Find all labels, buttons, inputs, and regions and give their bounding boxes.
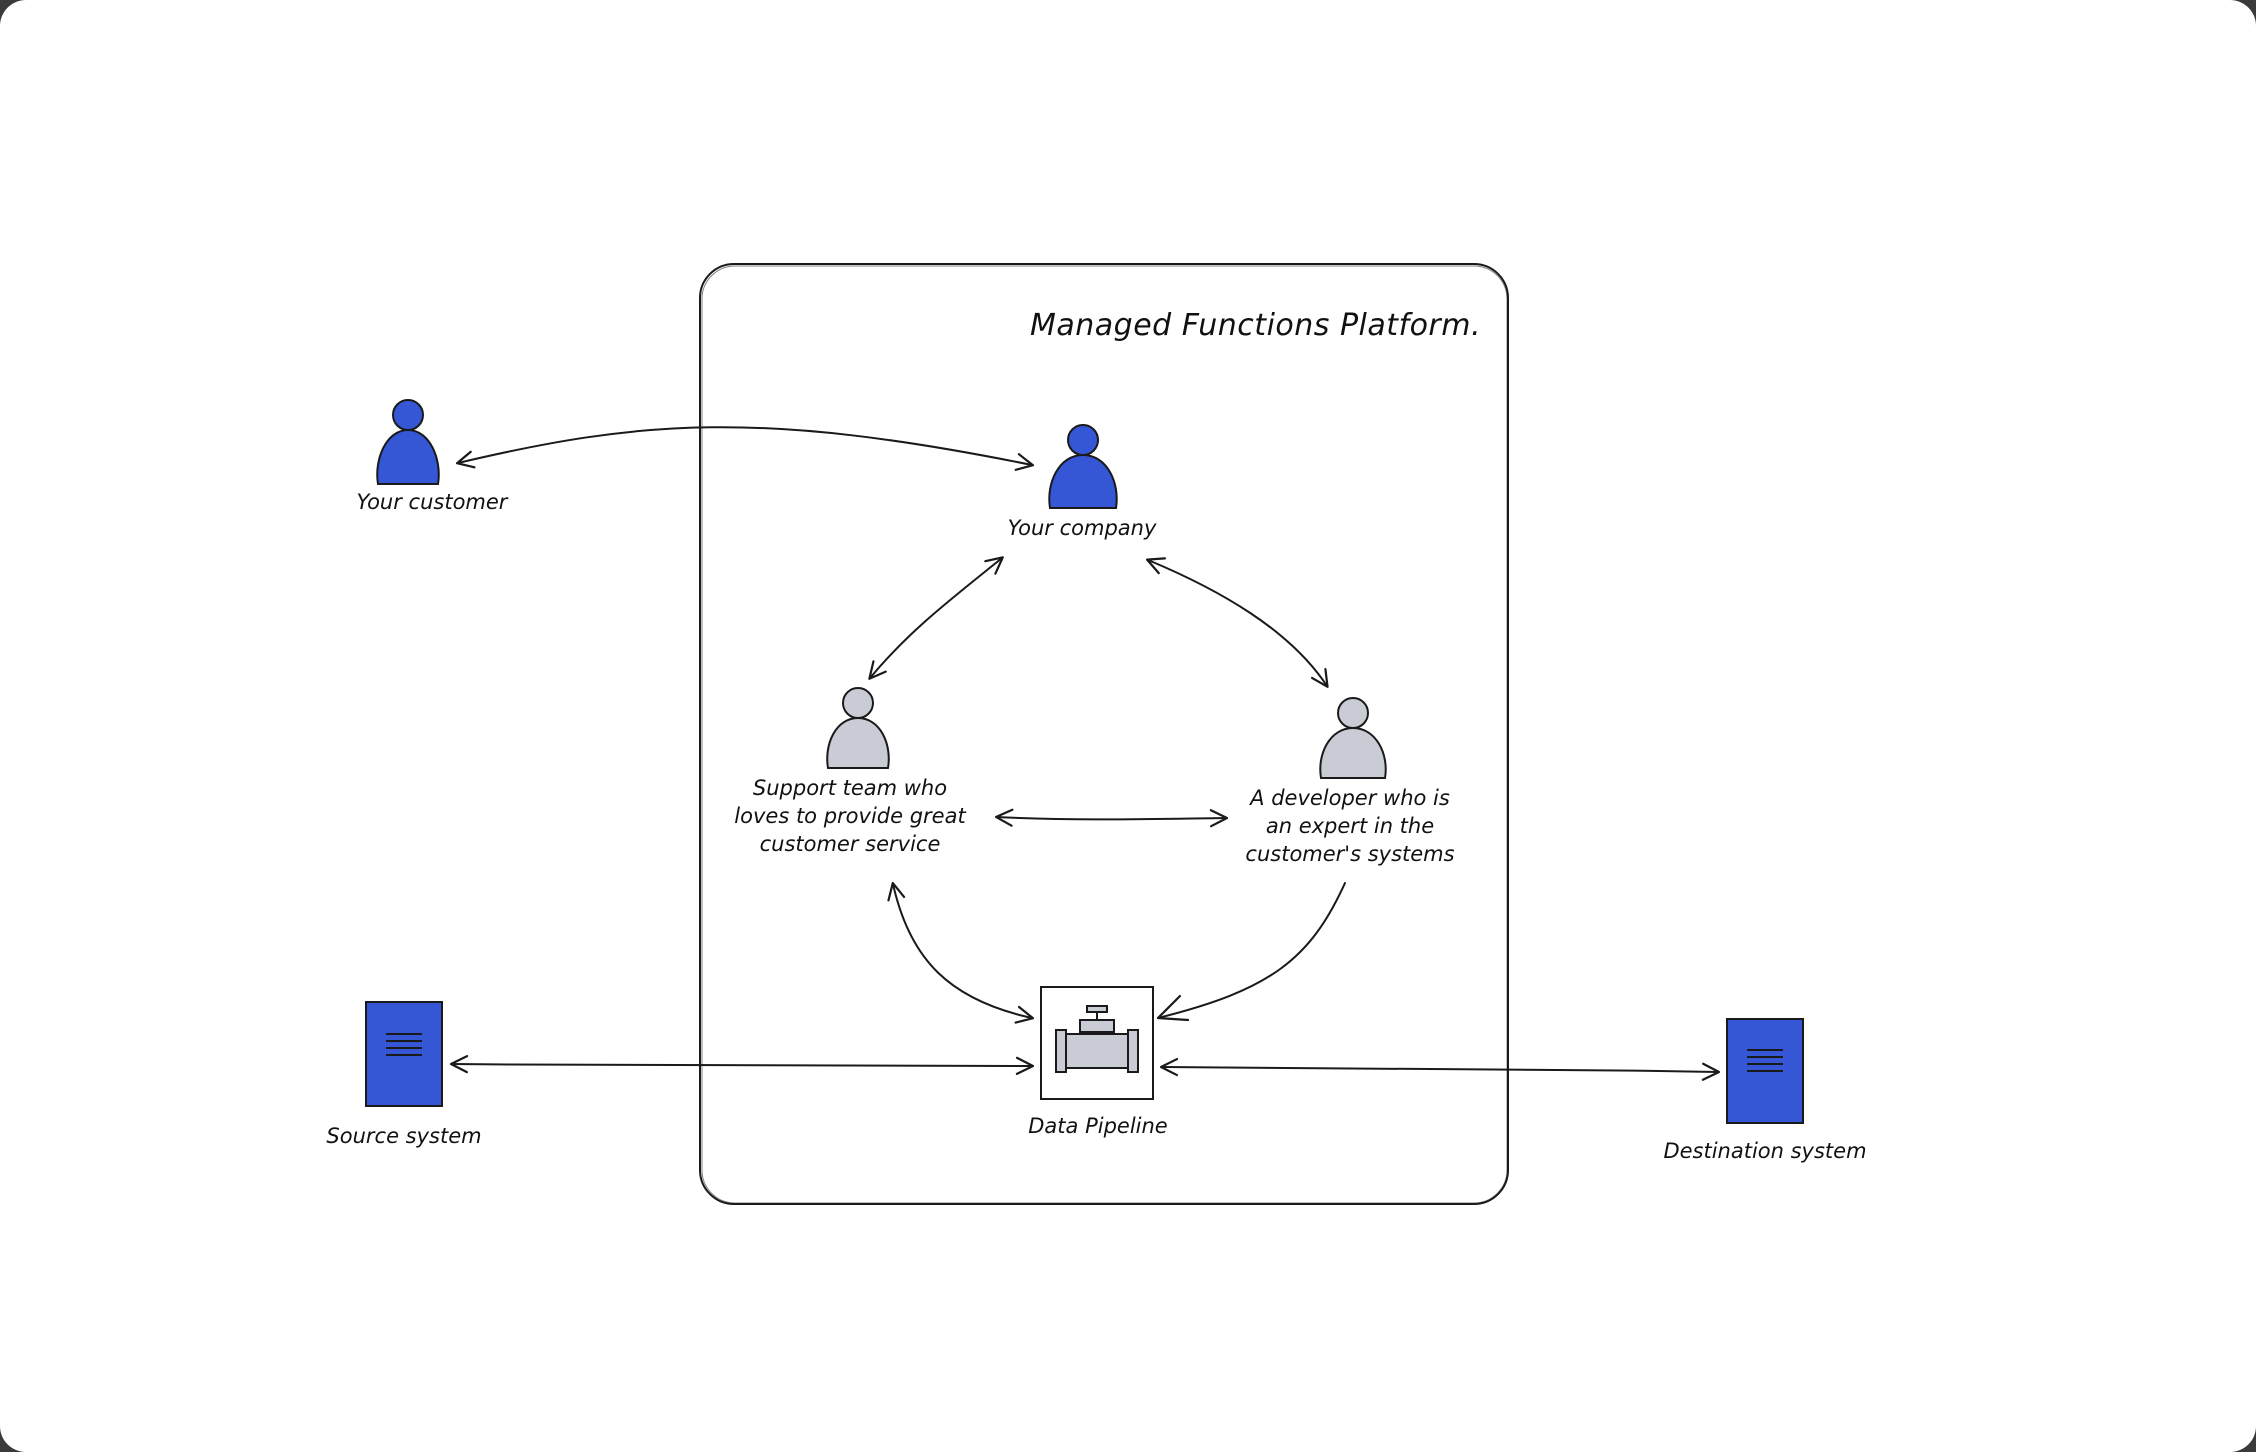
developer-label-line: an expert in the: [1265, 814, 1435, 838]
arrow-company-support: [868, 556, 1004, 680]
developer-label: A developer who is an expert in the cust…: [1210, 784, 1490, 868]
data-pipeline-node: [1040, 986, 1154, 1100]
data-pipeline-label: Data Pipeline: [1028, 1114, 1168, 1138]
document-server-icon: [1726, 1018, 1804, 1124]
document-server-icon: [365, 1001, 443, 1107]
platform-container: [699, 263, 1509, 1205]
destination-system-label: Destination system: [1663, 1139, 1867, 1163]
arrow-company-developer: [1145, 557, 1329, 688]
arrow-customer-company: [455, 426, 1035, 471]
your-customer-label: Your customer: [356, 490, 508, 514]
developer-label-line: customer's systems: [1245, 842, 1455, 866]
support-team-label-line: loves to provide great: [734, 804, 966, 828]
support-team-label: Support team who loves to provide great …: [700, 774, 1000, 858]
pipeline-valve-icon: [1055, 1005, 1139, 1073]
person-icon: [1048, 424, 1118, 509]
developer-label-line: A developer who is: [1250, 786, 1450, 810]
person-icon: [376, 399, 440, 485]
arrow-developer-pipeline: [1157, 882, 1346, 1019]
person-icon: [826, 687, 890, 769]
source-system-label: Source system: [326, 1124, 482, 1148]
person-icon: [1319, 697, 1387, 779]
support-team-label-line: customer service: [759, 832, 941, 856]
arrow-pipeline-destination: [1159, 1057, 1721, 1081]
arrow-support-pipeline: [887, 881, 1035, 1024]
your-company-label: Your company: [1007, 516, 1157, 540]
arrow-source-pipeline: [449, 1055, 1035, 1075]
arrow-support-developer: [994, 808, 1229, 828]
platform-title: Managed Functions Platform.: [1030, 308, 1482, 343]
support-team-label-line: Support team who: [752, 776, 948, 800]
